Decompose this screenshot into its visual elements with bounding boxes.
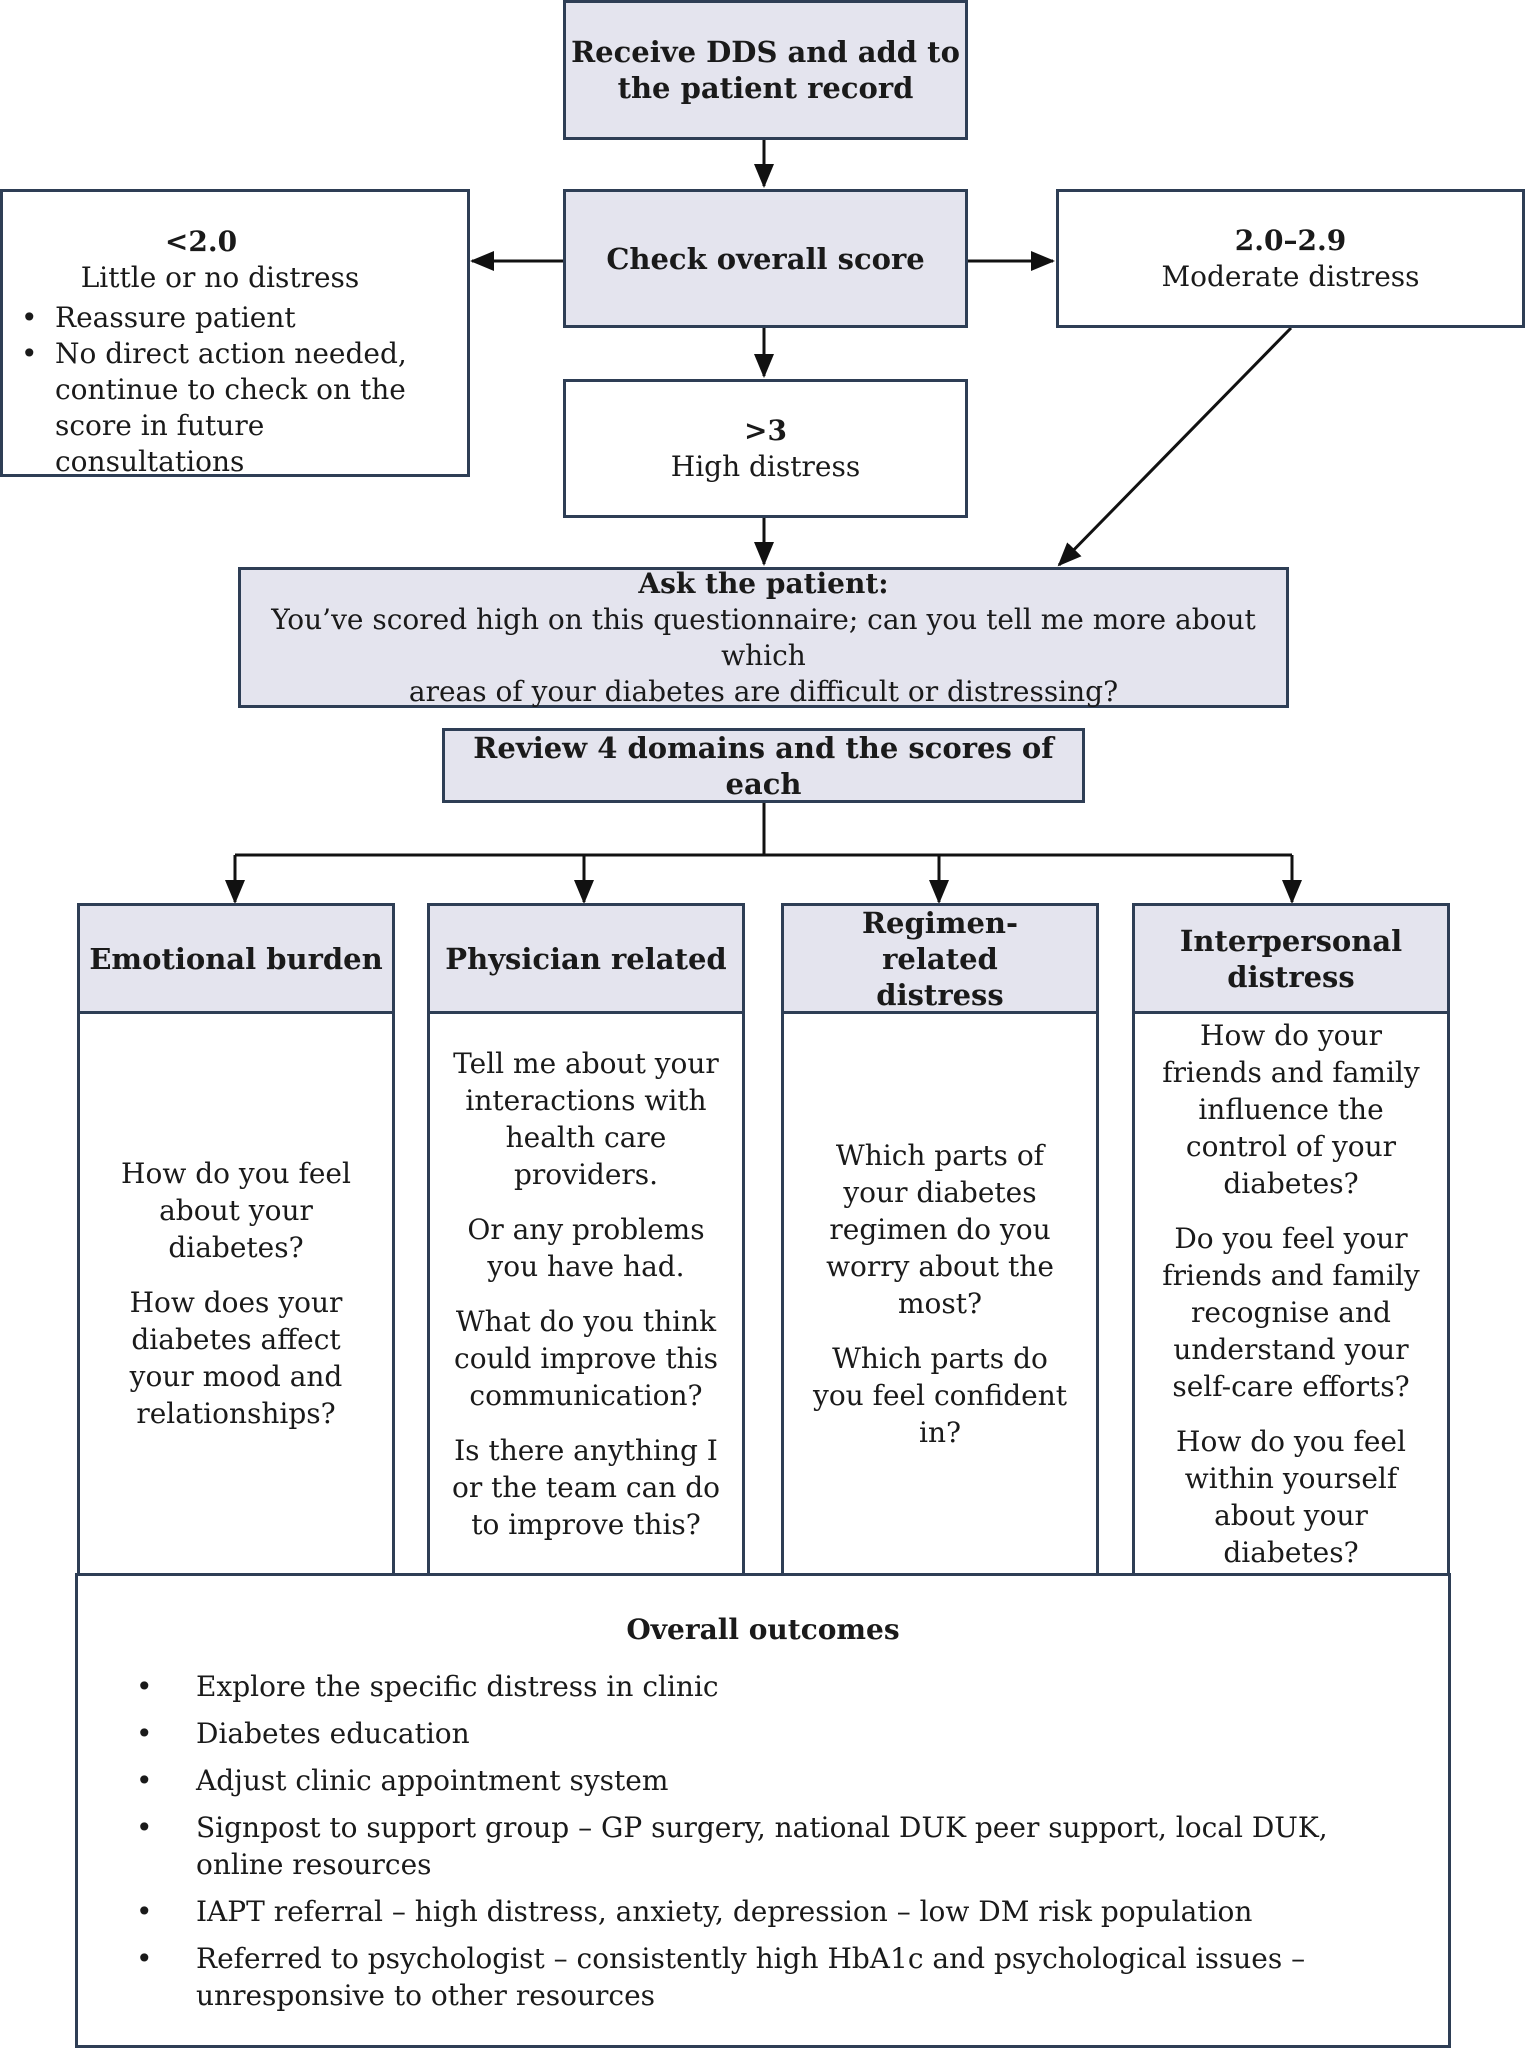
- start-box: Receive DDS and add to the patient recor…: [563, 0, 968, 140]
- outcome-item: Signpost to support group – GP surgery, …: [78, 1809, 1328, 1883]
- ask-patient-box: Ask the patient: You’ve scored high on t…: [238, 567, 1289, 708]
- domain-title: Interpersonal distress: [1179, 923, 1403, 994]
- outcome-item: Diabetes education: [78, 1715, 1328, 1752]
- check-score-box: Check overall score: [563, 189, 968, 328]
- low-action-list: Reassure patient No direct action needed…: [3, 300, 445, 480]
- moderate-score: 2.0–2.9: [1234, 223, 1347, 257]
- review-domains-box: Review 4 domains and the scores of each: [442, 728, 1085, 803]
- outcome-item: Explore the specific distress in clinic: [78, 1668, 1328, 1705]
- domain-question: Or any problems you have had.: [467, 1212, 705, 1283]
- start-line-1: Receive DDS and add to: [571, 35, 960, 69]
- outcome-item: Referred to psychologist – consistently …: [78, 1940, 1328, 2014]
- domain-body-regimen: Which parts of your diabetes regimen do …: [781, 1011, 1099, 1576]
- domain-body-interpersonal: How do your friends and family influence…: [1132, 1011, 1450, 1576]
- domain-header-regimen: Regimen-related distress: [781, 903, 1099, 1014]
- domain-question: Do you feel your friends and family reco…: [1162, 1221, 1420, 1403]
- domain-question: How do you feel within yourself about yo…: [1176, 1424, 1406, 1569]
- high-label: High distress: [670, 449, 861, 483]
- domain-title: Physician related: [445, 941, 727, 976]
- domain-title: Regimen-related distress: [861, 905, 1019, 1012]
- domain-question: Which parts of your diabetes regimen do …: [826, 1138, 1054, 1320]
- outcome-item: Adjust clinic appointment system: [78, 1762, 1328, 1799]
- ask-question-line-1: You’ve scored high on this questionnaire…: [271, 602, 1256, 672]
- low-distress-box: <2.0 Little or no distress Reassure pati…: [0, 189, 470, 480]
- domain-header-interpersonal: Interpersonal distress: [1132, 903, 1450, 1014]
- moderate-distress-box: 2.0–2.9 Moderate distress: [1056, 189, 1525, 328]
- low-label: Little or no distress: [80, 261, 360, 294]
- check-score-label: Check overall score: [606, 241, 925, 276]
- domain-question: How do your friends and family influence…: [1162, 1018, 1420, 1200]
- low-action-item: No direct action needed, continue to che…: [21, 336, 445, 480]
- review-label: Review 4 domains and the scores of each: [473, 730, 1054, 801]
- outcomes-list: Explore the specific distress in clinic …: [78, 1668, 1328, 2024]
- outcomes-box: Overall outcomes Explore the specific di…: [75, 1573, 1451, 2048]
- domain-title: Emotional burden: [89, 941, 383, 976]
- domain-header-physician: Physician related: [427, 903, 745, 1014]
- ask-question-line-2: areas of your diabetes are difficult or …: [408, 674, 1119, 708]
- high-distress-box: >3 High distress: [563, 379, 968, 518]
- domain-body-emotional: How do you feel about your diabetes? How…: [77, 1011, 395, 1576]
- start-line-2: the patient record: [617, 71, 914, 105]
- domain-question: Which parts do you feel confident in?: [813, 1341, 1067, 1449]
- domain-body-physician: Tell me about your interactions with hea…: [427, 1011, 745, 1576]
- low-score: <2.0: [164, 225, 238, 258]
- outcomes-title: Overall outcomes: [626, 1613, 900, 1646]
- domain-question: Is there anything I or the team can do t…: [452, 1433, 720, 1541]
- domain-header-emotional: Emotional burden: [77, 903, 395, 1014]
- domain-question: How does your diabetes affect your mood …: [129, 1286, 343, 1430]
- moderate-label: Moderate distress: [1161, 259, 1420, 293]
- domain-question: What do you think could improve this com…: [454, 1304, 718, 1412]
- domain-question: How do you feel about your diabetes?: [121, 1157, 351, 1264]
- outcome-item: IAPT referral – high distress, anxiety, …: [78, 1893, 1328, 1930]
- high-score: >3: [744, 413, 787, 447]
- ask-title: Ask the patient:: [638, 566, 889, 600]
- arrow-moderate-to-ask: [1057, 326, 1293, 567]
- domain-question: Tell me about your interactions with hea…: [453, 1046, 719, 1191]
- low-action-item: Reassure patient: [21, 300, 445, 336]
